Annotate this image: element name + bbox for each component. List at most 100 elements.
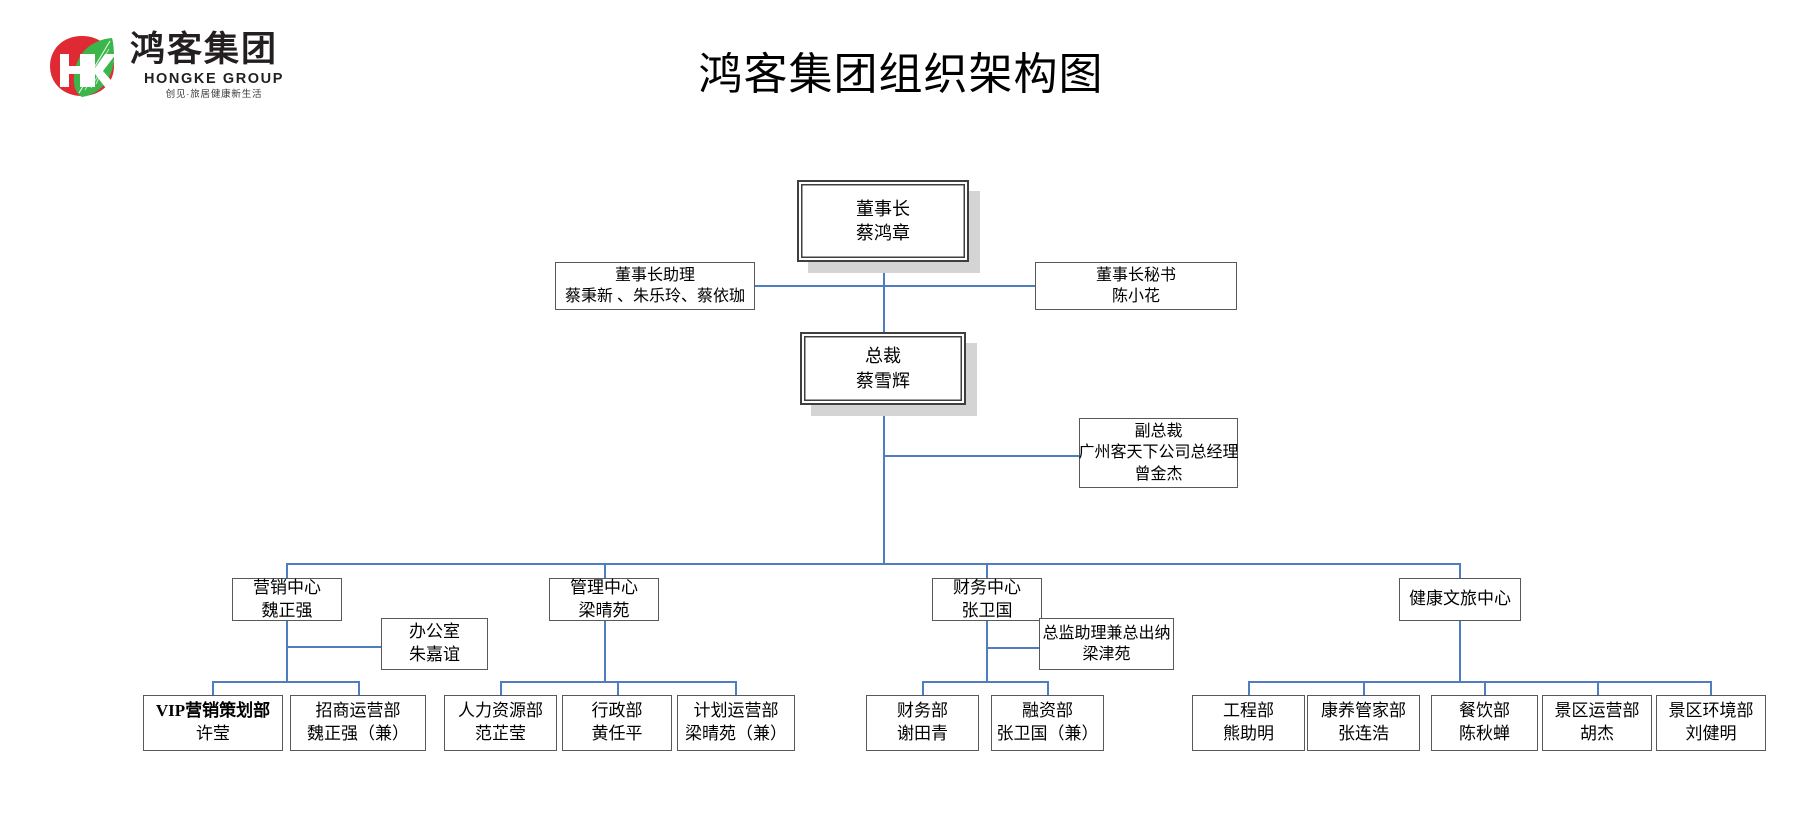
node-center-finance[interactable]: 财务中心 张卫国 bbox=[932, 578, 1042, 621]
node-dept-invest[interactable]: 招商运营部 魏正强（兼） bbox=[290, 695, 426, 751]
node-dept-plan[interactable]: 计划运营部 梁晴苑（兼） bbox=[677, 695, 795, 751]
node-dept-care[interactable]: 康养管家部 张连浩 bbox=[1307, 695, 1420, 751]
connector-marketing-stem bbox=[286, 621, 288, 681]
node-president-title: 总裁 bbox=[865, 346, 901, 367]
connector-health-to-care bbox=[1363, 681, 1365, 695]
node-dept-scenic-env-person: 刘健明 bbox=[1685, 724, 1737, 743]
connector-manage-to-admin bbox=[617, 681, 619, 695]
node-dept-funding-title: 融资部 bbox=[1022, 701, 1073, 721]
connector-chairman-to-president bbox=[883, 262, 885, 332]
node-center-health[interactable]: 健康文旅中心 bbox=[1399, 578, 1521, 621]
node-dept-scenic-op-person: 胡杰 bbox=[1580, 724, 1614, 743]
node-center-marketing-title: 营销中心 bbox=[253, 577, 321, 597]
connector-marketing-dept-bus bbox=[212, 681, 360, 683]
node-center-marketing[interactable]: 营销中心 魏正强 bbox=[232, 578, 342, 621]
node-office[interactable]: 办公室 朱嘉谊 bbox=[381, 618, 488, 670]
node-vice-president-title: 副总裁 bbox=[1134, 422, 1183, 440]
node-dept-plan-person: 梁晴苑（兼） bbox=[685, 724, 787, 743]
connector-marketing-office bbox=[286, 646, 381, 648]
node-dept-catering-title: 餐饮部 bbox=[1459, 701, 1510, 721]
node-chairman-secretary-title: 董事长秘书 bbox=[1095, 266, 1176, 284]
node-dept-invest-title: 招商运营部 bbox=[315, 701, 401, 721]
node-chairman-secretary-person: 陈小花 bbox=[1111, 288, 1160, 305]
logo-name-cn: 鸿客集团 bbox=[130, 30, 279, 69]
connector-manage-stem bbox=[604, 621, 606, 681]
node-dept-eng[interactable]: 工程部 熊助明 bbox=[1192, 695, 1305, 751]
node-vice-president-subtitle: 广州客天下公司总经理 bbox=[1078, 444, 1239, 462]
logo-name-en: HONGKE GROUP bbox=[143, 71, 285, 87]
connector-finance-dept-bus bbox=[922, 681, 1048, 683]
node-dept-eng-title: 工程部 bbox=[1223, 701, 1274, 721]
connector-finance-assistant bbox=[986, 647, 1039, 649]
node-dept-catering-person: 陈秋蝉 bbox=[1459, 724, 1510, 743]
node-center-manage[interactable]: 管理中心 梁晴苑 bbox=[549, 578, 659, 621]
connector-president-stem bbox=[883, 405, 885, 564]
node-office-person: 朱嘉谊 bbox=[409, 645, 460, 664]
connector-manage-to-plan bbox=[735, 681, 737, 695]
node-dept-care-title: 康养管家部 bbox=[1321, 701, 1406, 721]
logo-slogan: 创见·旅居健康新生活 bbox=[165, 89, 263, 100]
connector-marketing-to-invest bbox=[358, 681, 360, 695]
node-chairman-assistant-person: 蔡秉新 、朱乐玲、蔡依珈 bbox=[564, 288, 745, 305]
node-dept-vip-person: 许莹 bbox=[196, 724, 230, 743]
node-chairman-secretary[interactable]: 董事长秘书 陈小花 bbox=[1035, 262, 1237, 310]
node-dept-admin[interactable]: 行政部 黄任平 bbox=[562, 695, 672, 751]
company-logo: 鸿客集团 HONGKE GROUP 创见·旅居健康新生活 bbox=[46, 30, 326, 120]
node-dept-catering[interactable]: 餐饮部 陈秋蝉 bbox=[1431, 695, 1538, 751]
node-dept-scenic-op-title: 景区运营部 bbox=[1554, 701, 1640, 721]
node-dept-hr-person: 范芷莹 bbox=[475, 724, 526, 743]
node-dept-care-person: 张连浩 bbox=[1338, 724, 1389, 743]
node-president[interactable]: 总裁 蔡雪辉 bbox=[800, 332, 966, 405]
node-finance-assistant[interactable]: 总监助理兼总出纳 梁津苑 bbox=[1039, 618, 1174, 670]
node-dept-scenic-env[interactable]: 景区环境部 刘健明 bbox=[1656, 695, 1766, 751]
node-dept-vip-title: VIP营销策划部 bbox=[155, 701, 271, 721]
connector-health-to-eng bbox=[1248, 681, 1250, 695]
logo-wordmark: 鸿客集团 HONGKE GROUP 创见·旅居健康新生活 bbox=[130, 30, 330, 102]
node-center-manage-person: 梁晴苑 bbox=[578, 600, 630, 620]
connector-health-stem bbox=[1459, 621, 1461, 681]
node-dept-vip[interactable]: VIP营销策划部 许莹 bbox=[143, 695, 283, 751]
node-dept-eng-person: 熊助明 bbox=[1223, 724, 1274, 743]
connector-finance-to-finance-dept bbox=[922, 681, 924, 695]
node-dept-funding-person: 张卫国（兼） bbox=[996, 724, 1099, 743]
connector-health-dept-bus bbox=[1248, 681, 1710, 683]
node-finance-assistant-person: 梁津苑 bbox=[1082, 646, 1131, 663]
page-title: 鸿客集团组织架构图 bbox=[698, 50, 1104, 99]
node-dept-finance-person: 谢田青 bbox=[897, 724, 948, 743]
connector-manage-to-hr bbox=[500, 681, 502, 695]
connector-finance-to-funding bbox=[1047, 681, 1049, 695]
connector-bus-to-marketing bbox=[286, 563, 288, 578]
node-center-manage-title: 管理中心 bbox=[570, 577, 638, 597]
node-dept-hr-title: 人力资源部 bbox=[458, 701, 543, 721]
connector-chairman-assistant bbox=[755, 285, 884, 287]
node-dept-admin-person: 黄任平 bbox=[591, 724, 643, 743]
node-dept-hr[interactable]: 人力资源部 范芷莹 bbox=[444, 695, 557, 751]
connector-bus-to-manage bbox=[604, 563, 606, 578]
hongke-leaf-logo-icon bbox=[46, 32, 118, 100]
node-finance-assistant-title: 总监助理兼总出纳 bbox=[1042, 624, 1171, 642]
node-vice-president[interactable]: 副总裁 广州客天下公司总经理 曾金杰 bbox=[1078, 418, 1239, 488]
node-chairman-person: 蔡鸿章 bbox=[856, 223, 910, 243]
node-dept-plan-title: 计划运营部 bbox=[693, 701, 779, 721]
connector-marketing-to-vip bbox=[212, 681, 214, 695]
connector-president-vicepresident bbox=[883, 455, 1079, 457]
node-dept-scenic-op[interactable]: 景区运营部 胡杰 bbox=[1542, 695, 1652, 751]
node-center-marketing-person: 魏正强 bbox=[261, 600, 313, 620]
node-chairman-assistant[interactable]: 董事长助理 蔡秉新 、朱乐玲、蔡依珈 bbox=[555, 262, 755, 310]
node-president-person: 蔡雪辉 bbox=[856, 370, 910, 391]
connector-bus-to-finance bbox=[986, 563, 988, 578]
node-chairman[interactable]: 董事长 蔡鸿章 bbox=[797, 180, 969, 262]
connector-health-to-scenic-op bbox=[1597, 681, 1599, 695]
connector-health-to-scenic-env bbox=[1710, 681, 1712, 695]
connector-health-to-catering bbox=[1484, 681, 1486, 695]
node-center-finance-person: 张卫国 bbox=[961, 600, 1013, 620]
node-office-title: 办公室 bbox=[409, 622, 460, 642]
node-dept-finance[interactable]: 财务部 谢田青 bbox=[866, 695, 979, 751]
connector-bus-to-health bbox=[1459, 563, 1461, 578]
node-center-health-title: 健康文旅中心 bbox=[1409, 589, 1511, 609]
node-vice-president-person: 曾金杰 bbox=[1134, 465, 1183, 483]
node-dept-invest-person: 魏正强（兼） bbox=[307, 724, 409, 743]
connector-chairman-secretary bbox=[883, 285, 1035, 287]
node-dept-funding[interactable]: 融资部 张卫国（兼） bbox=[991, 695, 1104, 751]
